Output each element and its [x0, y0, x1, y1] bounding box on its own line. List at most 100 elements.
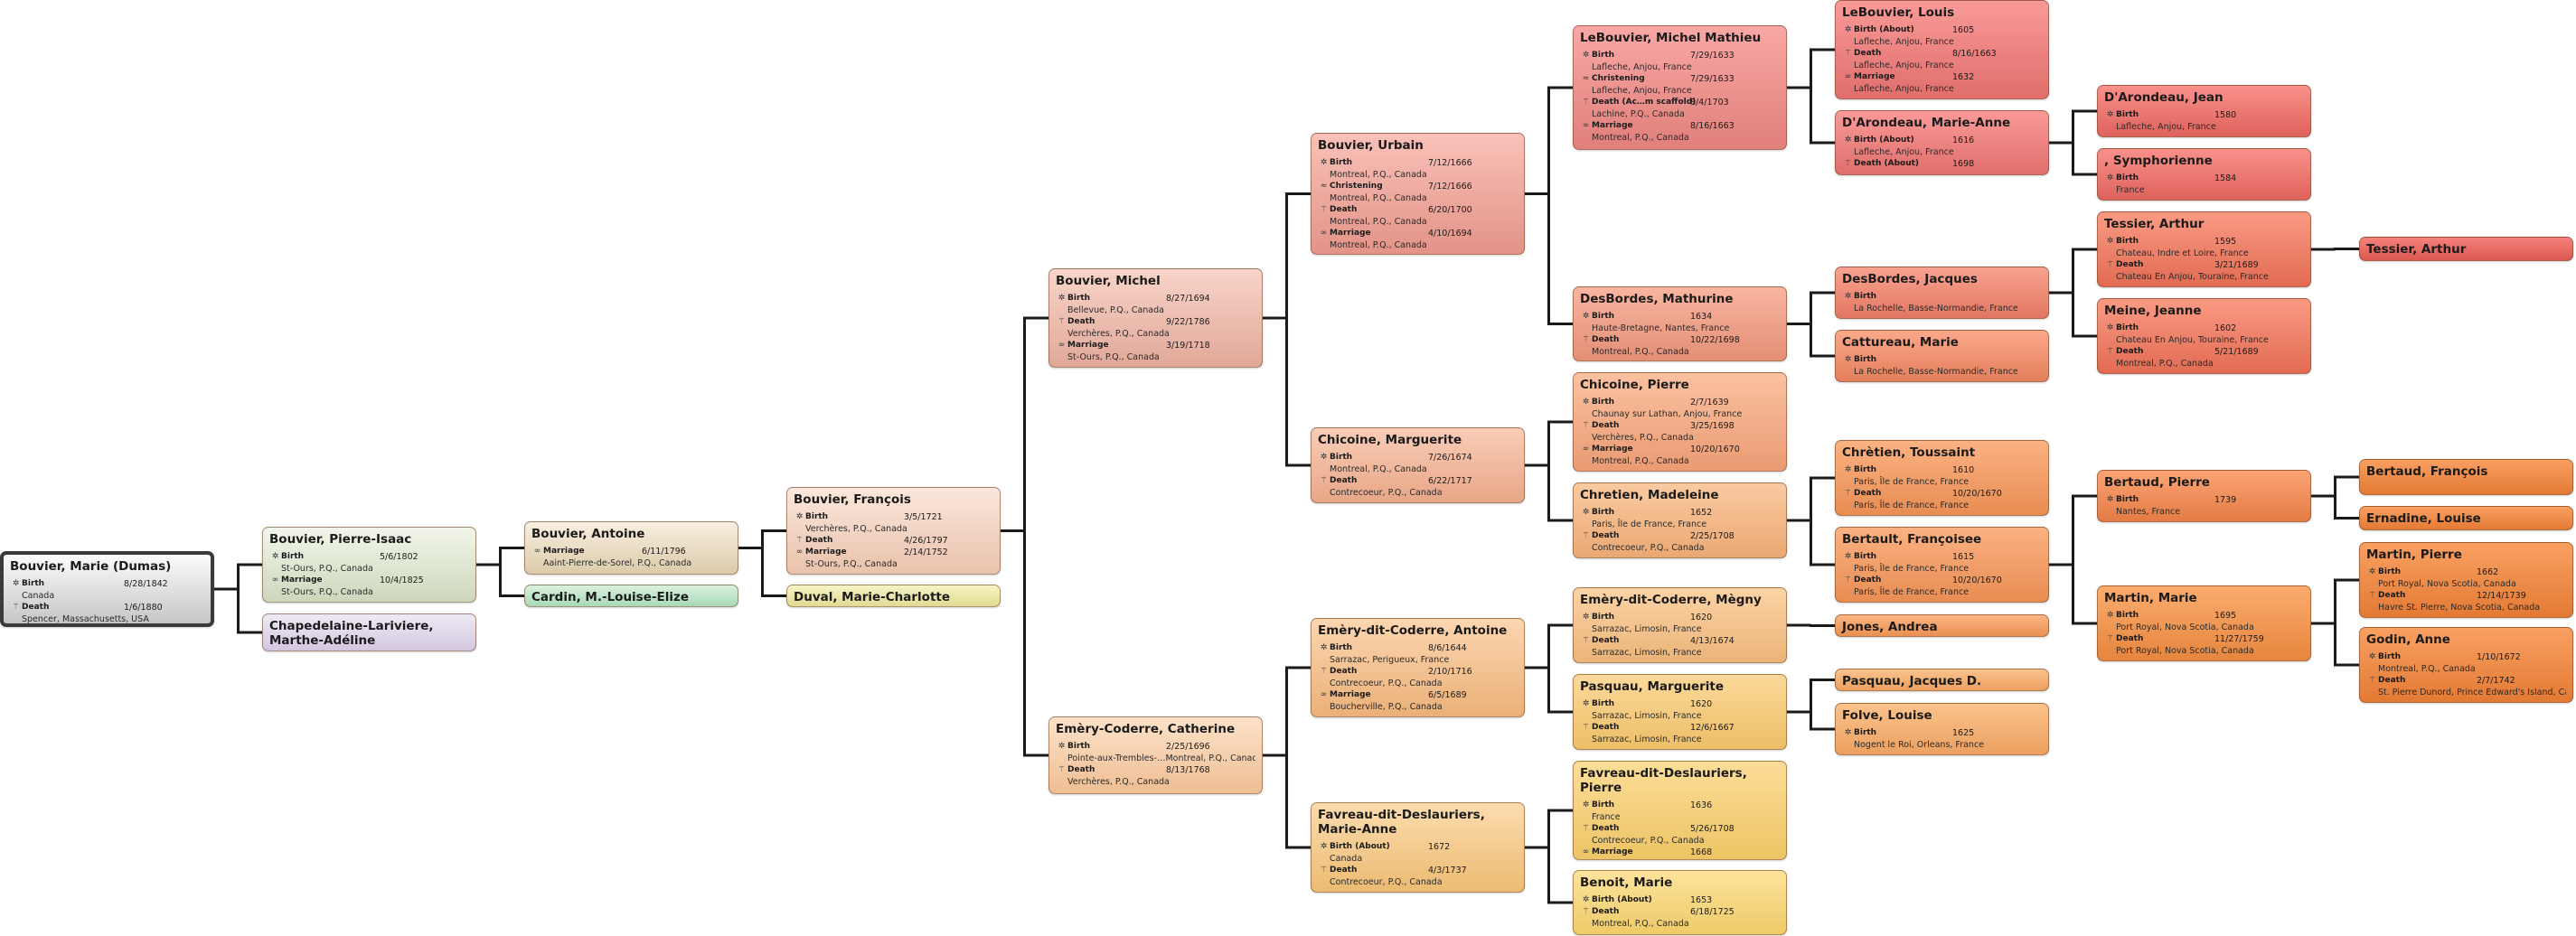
event-label: Death (Ac…m scaffold) — [1592, 98, 1697, 107]
person-card[interactable]: Favreau-dit-Deslauriers, Marie-Anne✲Birt… — [1311, 802, 1525, 893]
connector-line — [738, 529, 786, 597]
connector-line — [1525, 86, 1573, 325]
event-date: 1652 — [1690, 508, 1713, 518]
event-place: Lafleche, Anjou, France — [1854, 37, 1954, 47]
event-place: Nantes, France — [2116, 507, 2181, 517]
person-name: Godin, Anne — [2366, 632, 2450, 647]
person-name: Ernadine, Louise — [2366, 511, 2481, 526]
event-date: 4/26/1797 — [904, 536, 948, 546]
event-label: Birth (About) — [1854, 25, 1914, 34]
event-place: Paris, Île de France, France — [1592, 519, 1707, 529]
event-label: Death — [2116, 634, 2144, 643]
event-label: Death — [1854, 489, 1882, 498]
event-place: Lafleche, Anjou, France — [1854, 84, 1954, 94]
connector-line — [2311, 578, 2359, 667]
event-label: Death — [1067, 765, 1095, 774]
event-label: Birth — [2116, 173, 2139, 183]
connector-line — [2049, 248, 2097, 338]
person-name: Bouvier, Marie (Dumas) — [10, 559, 172, 574]
person-name: Emèry-Coderre, Catherine — [1056, 722, 1236, 736]
event-place: St. Pierre Dunord, Prince Edward's Islan… — [2378, 688, 2566, 697]
death-icon: ⚚ — [1582, 907, 1590, 916]
person-card[interactable]: Chapedelaine-Lariviere, Marthe-Adéline — [262, 613, 476, 651]
connector-line — [1787, 623, 1835, 627]
event-date: 1634 — [1690, 312, 1713, 322]
marriage-icon: ∞ — [271, 576, 279, 585]
person-name: Chrètien, Toussaint — [1842, 445, 1976, 460]
person-card[interactable]: Jones, Andrea — [1835, 614, 2049, 637]
event-place: Contrecoeur, P.Q., Canada — [1330, 488, 1443, 498]
event-row: ⚚Death (Ac…m scaffold)8/4/1703 — [1580, 97, 1780, 108]
event-date: 12/6/1667 — [1690, 723, 1735, 733]
event-place: Chaunay sur Lathan, Anjou, France — [1592, 409, 1743, 419]
birth-icon: ✲ — [1582, 508, 1590, 517]
event-label: Birth (About) — [1854, 136, 1914, 145]
birth-icon: ✲ — [1844, 355, 1852, 364]
person-card[interactable]: Cardin, M.-Louise-Elize — [524, 585, 738, 607]
event-place: Chateau, Indre et Loire, France — [2116, 248, 2249, 258]
connector-line — [476, 547, 524, 597]
event-date: 8/4/1703 — [1690, 98, 1729, 108]
connector-line — [2049, 494, 2097, 625]
person-card[interactable]: Ernadine, Louise — [2359, 506, 2573, 530]
event-label: Birth — [1592, 51, 1615, 60]
event-date: 5/6/1802 — [380, 552, 418, 562]
person-card[interactable]: Tessier, Arthur — [2359, 237, 2573, 261]
person-name: Bertaud, Pierre — [2104, 475, 2210, 490]
marriage-icon: ∞ — [533, 547, 541, 556]
person-card[interactable]: Duval, Marie-Charlotte — [786, 585, 1001, 607]
birth-icon: ✲ — [1320, 842, 1328, 851]
birth-icon: ✲ — [1320, 453, 1328, 462]
connector-line — [1525, 809, 1573, 904]
event-place: Port Royal, Nova Scotia, Canada — [2116, 622, 2254, 632]
person-card[interactable]: Pasquau, Jacques D. — [1835, 669, 2049, 691]
person-card[interactable]: D'Arondeau, Marie-Anne✲Birth (About)1616… — [1835, 110, 2049, 175]
death-icon: ⚚ — [12, 603, 20, 612]
person-card[interactable]: Bertaud, François — [2359, 459, 2573, 495]
event-place: Sarrazac, Limosin, France — [1592, 624, 1702, 634]
event-place: La Rochelle, Basse-Normandie, France — [1854, 304, 2018, 314]
person-name: DesBordes, Jacques — [1842, 272, 1978, 286]
person-name: Bouvier, Antoine — [531, 527, 645, 541]
event-date: 4/3/1737 — [1428, 866, 1467, 875]
event-place: Sarrazac, Limosin, France — [1592, 648, 1702, 658]
